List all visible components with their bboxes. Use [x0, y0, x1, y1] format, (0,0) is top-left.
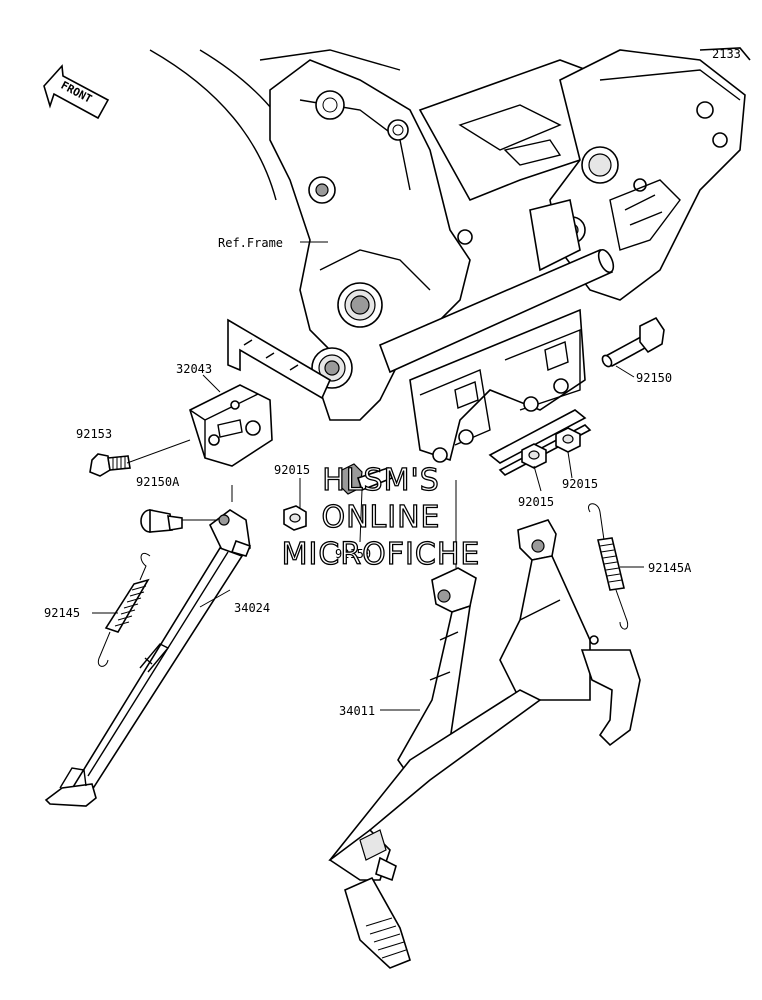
watermark-line-2: ONLINE — [321, 500, 440, 535]
label-92145: 92145 — [44, 606, 80, 620]
nut-92015-right — [555, 427, 581, 453]
nut-92015-mid — [521, 443, 547, 469]
watermark: HLSM'S ONLINE MICROFICHE — [281, 462, 481, 572]
side-stand-34024 — [44, 509, 252, 807]
label-34011: 34011 — [339, 704, 375, 718]
label-92015-mid: 92015 — [518, 495, 554, 509]
watermark-line-1: HLSM'S — [322, 463, 440, 498]
label-92150-center: 92150 — [335, 547, 371, 561]
spring-92145 — [97, 552, 151, 667]
label-32043: 32043 — [176, 362, 212, 376]
bolt-92153 — [89, 453, 131, 477]
label-92015-left: 92015 — [274, 463, 310, 477]
nut-92015-left — [283, 505, 307, 531]
label-92150a: 92150A — [136, 475, 180, 489]
label-92145a: 92145A — [648, 561, 692, 575]
front-arrow-icon: FRONT — [43, 64, 110, 120]
bolt-92150-right — [601, 316, 665, 368]
spring-92145a — [588, 503, 629, 630]
frame-outline — [149, 47, 751, 463]
label-corner-partial: 2133 — [712, 47, 741, 61]
label-ref-frame: Ref.Frame — [218, 236, 283, 250]
pivot-bolt-92150a — [140, 509, 183, 533]
center-stand-34011 — [328, 519, 641, 969]
leader-lines — [92, 241, 644, 711]
watermark-line-3: MICROFICHE — [282, 537, 481, 572]
bracket-32043 — [189, 384, 273, 467]
label-34024: 34024 — [234, 601, 270, 615]
label-92015-right: 92015 — [562, 477, 598, 491]
label-92150-right: 92150 — [636, 371, 672, 385]
label-92153: 92153 — [76, 427, 112, 441]
bolt-92150-center — [339, 463, 394, 495]
